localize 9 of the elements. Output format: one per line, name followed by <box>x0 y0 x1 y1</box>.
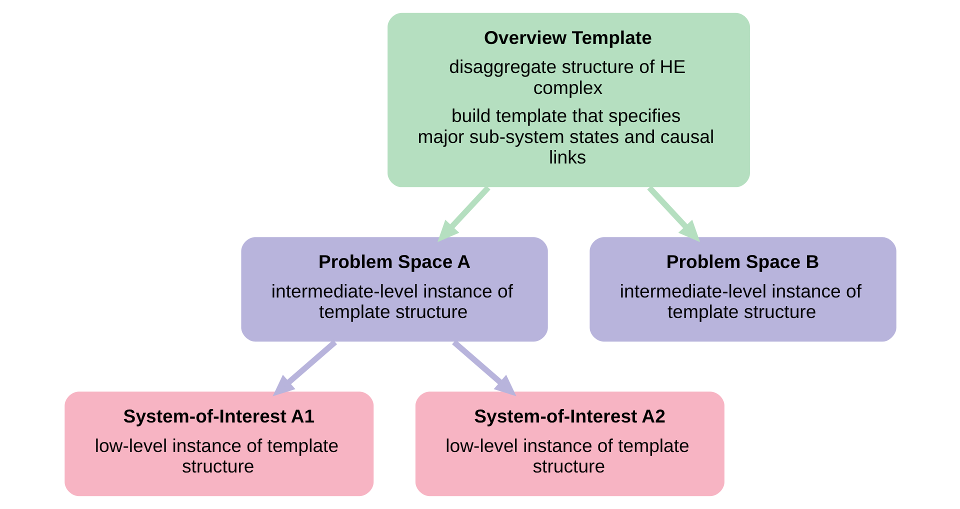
node-box: System-of-Interest A2 low-level instance of template structure <box>414 392 724 496</box>
arrow <box>452 340 516 396</box>
arrow <box>436 186 490 242</box>
arrow <box>272 340 337 396</box>
node-box: Problem Space A intermediate-level instance of template structure <box>240 237 548 342</box>
node-box: System-of-Interest A1 low-level instance of template structure <box>64 392 374 496</box>
arrow <box>646 186 700 242</box>
node-box: Problem Space B intermediate-level instance of template structure <box>589 237 896 342</box>
node-box: Overview Template disaggregate structure of HE complex build template that specifies major sub-system states and causal links <box>387 12 750 188</box>
